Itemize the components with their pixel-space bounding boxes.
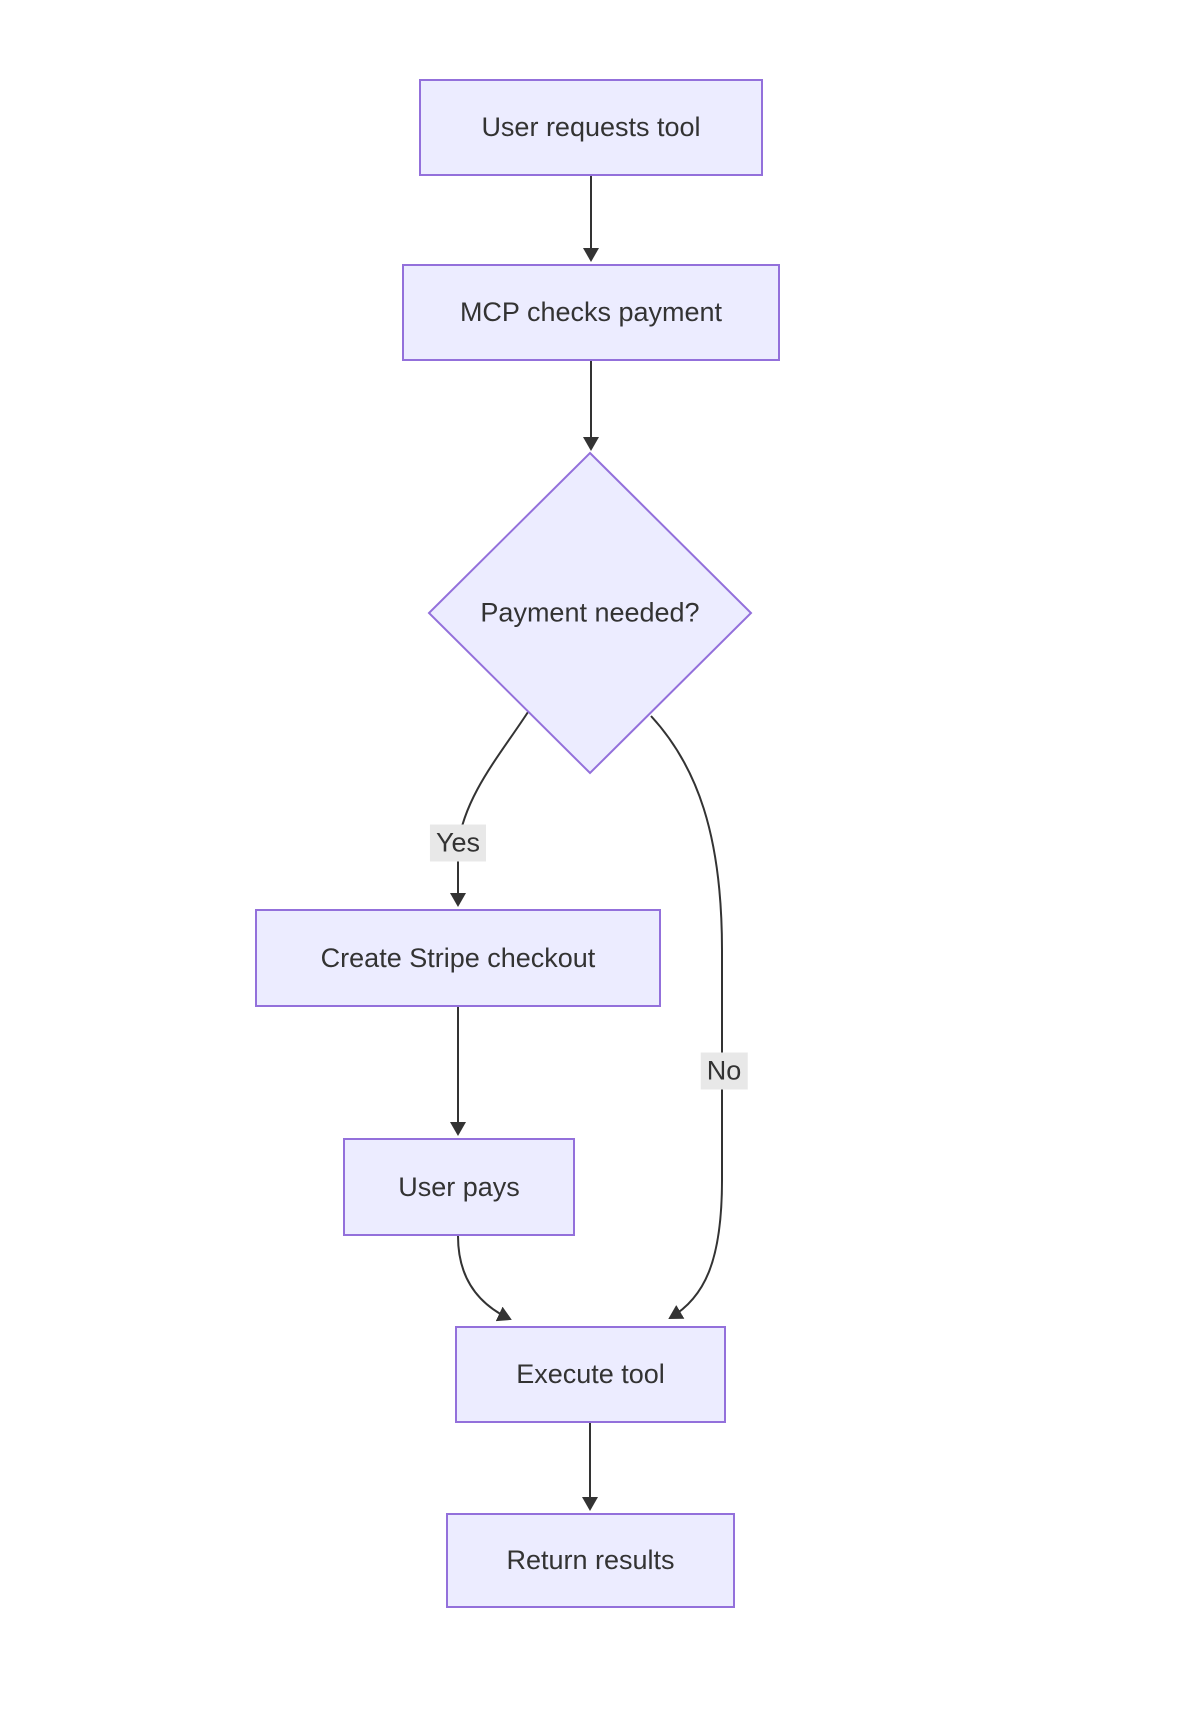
node-mcp-checks-payment-label: MCP checks payment [459,297,723,327]
node-execute-tool-label: Execute tool [516,1359,665,1389]
edge-label-no: No [700,1052,748,1090]
node-create-stripe-checkout: Create Stripe checkout [255,909,661,1007]
node-return-results-label: Return results [506,1545,675,1575]
edge-payment-needed-no-to-execute-tool [650,715,723,1320]
node-return-results: Return results [446,1513,735,1608]
node-payment-needed-diamond [427,451,753,775]
edge-user-pays-to-execute-tool [457,1235,512,1322]
node-user-requests-tool-label: User requests tool [481,112,701,142]
node-user-requests-tool: User requests tool [419,79,763,176]
node-create-stripe-checkout-label: Create Stripe checkout [320,942,596,973]
node-user-pays: User pays [343,1138,575,1236]
edge-label-yes: Yes [429,824,487,862]
node-mcp-checks-payment: MCP checks payment [402,264,780,361]
node-execute-tool: Execute tool [455,1326,726,1423]
edge-payment-needed-yes-to-create-stripe-checkout [450,711,529,907]
node-user-pays-label: User pays [398,1171,520,1202]
node-payment-needed-label: Payment needed? [480,597,700,628]
